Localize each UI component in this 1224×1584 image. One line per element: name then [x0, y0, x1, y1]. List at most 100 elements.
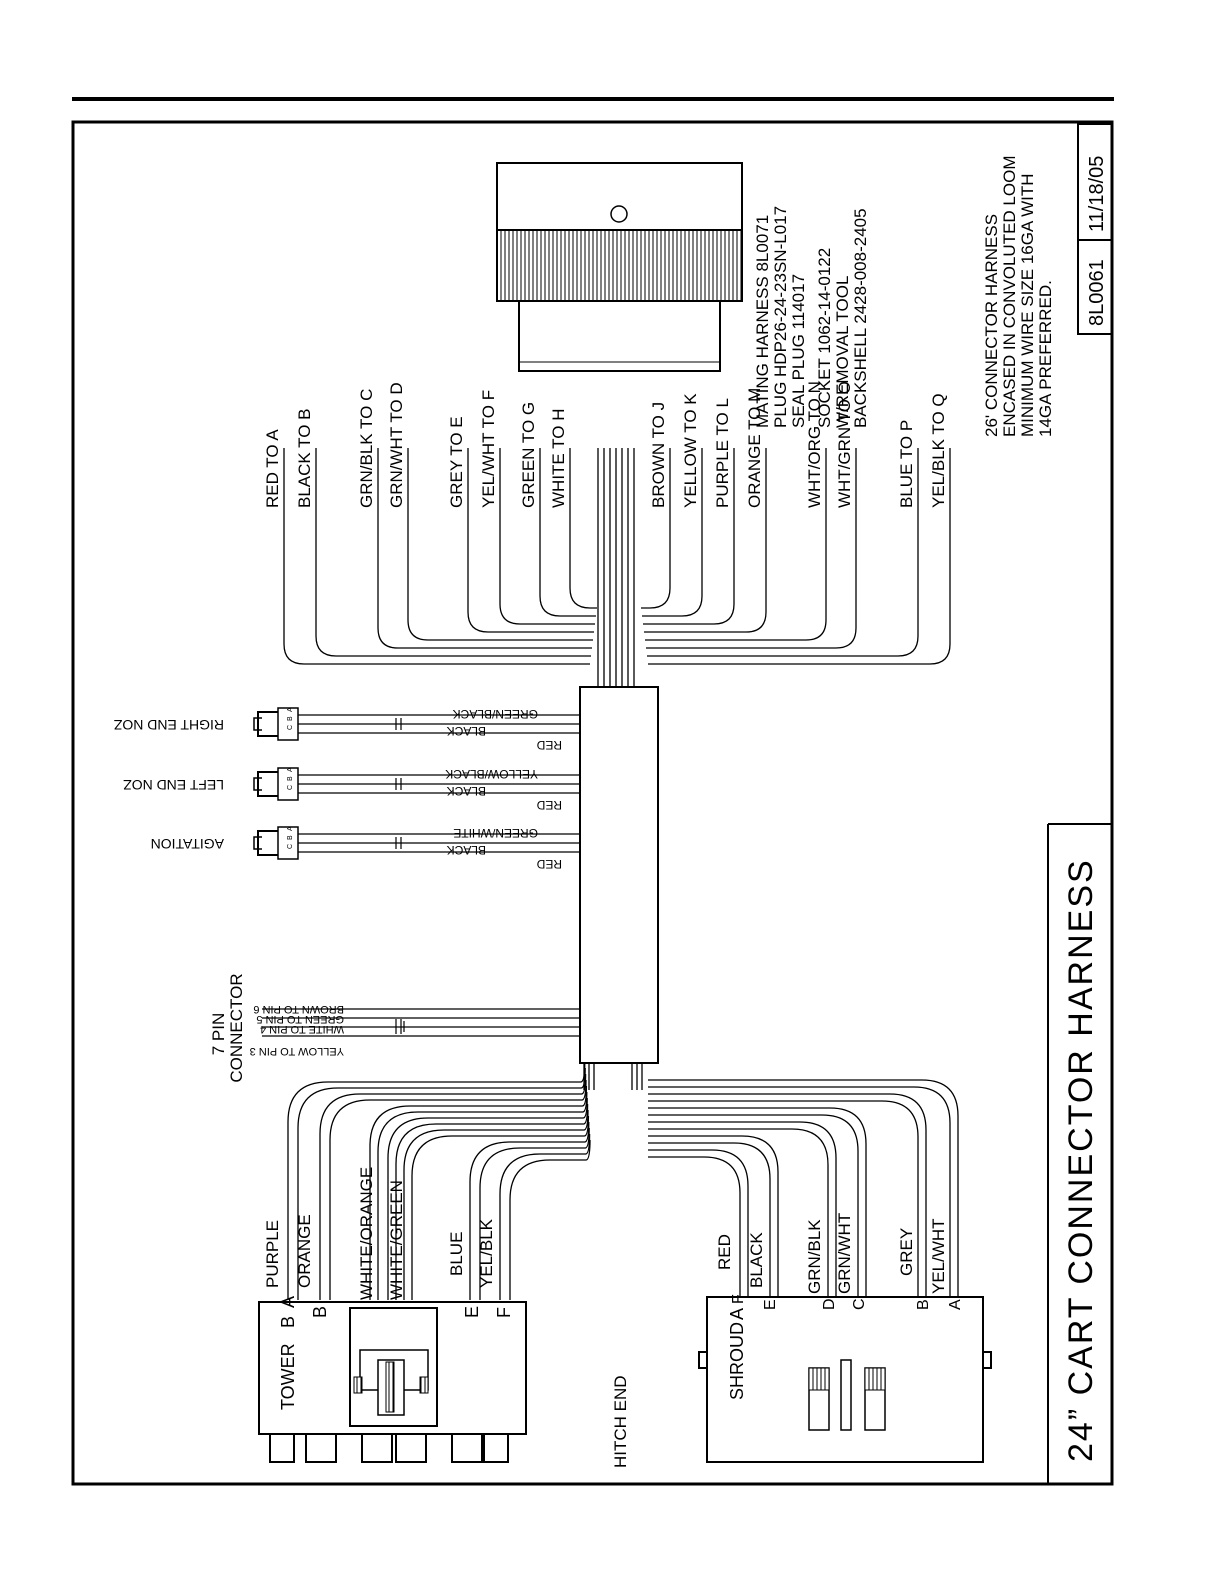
pin-map-label: WHT/ORG TO N	[805, 381, 824, 508]
fanout-wire	[283, 448, 590, 665]
pin-map-label: GREEN TO G	[519, 402, 538, 508]
tower-wire	[403, 1109, 589, 1300]
fanout-wire	[644, 448, 767, 633]
shroud-pin-letter: B	[915, 1299, 932, 1310]
seven-pin-wire: YELLOW TO PIN 3	[250, 1045, 344, 1057]
fanout-wire	[569, 448, 597, 609]
tower-pin-letter: B	[278, 1316, 298, 1328]
seven-pin-wire: WHITE TO PIN 4	[260, 1023, 344, 1035]
tower-wire	[411, 1115, 590, 1300]
tower-wires	[287, 1061, 591, 1300]
part-number: 8L0061	[1086, 259, 1108, 326]
tower-pin-letter: B	[310, 1306, 330, 1318]
shroud-wire	[648, 1135, 779, 1297]
shroud-wire-labels: RED BLACK GRN/BLK GRN/WHT GREY YEL/WHT	[715, 1213, 948, 1294]
pin-map-label: WHITE TO H	[549, 409, 568, 509]
pin-map-label: ORANGE TO M	[745, 388, 764, 508]
tower-pin-letter: A	[278, 1296, 298, 1308]
shroud-pin-letter: C	[851, 1298, 868, 1310]
nozzle-wire-label: RED	[536, 738, 562, 752]
shroud-wire	[648, 1079, 959, 1297]
mating-note: PLUG HDP26-24-23SN-L017	[771, 206, 790, 428]
shroud-wire	[648, 1100, 919, 1297]
fanout-wire	[315, 448, 591, 657]
tower-label: TOWER	[278, 1343, 298, 1410]
shroud-wires	[648, 1079, 959, 1297]
nozzle-plug-shell	[257, 830, 278, 856]
shroud-wire-label: GRN/WHT	[835, 1213, 854, 1294]
tower-wire	[297, 1067, 586, 1300]
pin-map-label: BLUE TO P	[897, 420, 916, 508]
tower-connector: TOWER B A B E F	[258, 1296, 527, 1463]
fanout-wire	[647, 448, 919, 657]
fanout-wire	[377, 448, 592, 649]
pin-map-label: GRN/BLK TO C	[357, 389, 376, 508]
seven-pin-title: 7 PIN	[209, 1013, 228, 1056]
hitch-end-label: HITCH END	[611, 1375, 630, 1468]
pin-map-label: RED TO A	[263, 429, 282, 508]
fanout-wire	[407, 448, 593, 641]
tower-wire	[395, 1103, 589, 1300]
shroud-pin-letter: F	[730, 1294, 747, 1304]
shroud-wire	[648, 1107, 867, 1297]
mating-note: W/REMOVAL TOOL	[833, 276, 852, 428]
pin-map-label: YEL/BLK TO Q	[929, 393, 948, 508]
shroud-wire-label: RED	[715, 1234, 734, 1270]
nozzle-name: AGITATION	[151, 836, 224, 852]
nozzle-wire-label: BLACK	[447, 724, 486, 738]
pin-map-label: YELLOW TO K	[681, 393, 700, 508]
tower-wire	[469, 1121, 590, 1300]
fanout-wire	[641, 448, 671, 609]
pin-map-label: PURPLE TO L	[713, 398, 732, 508]
title-block: 24” CART CONNECTOR HARNESS 8L0061 11/18/…	[1047, 123, 1113, 1483]
mating-note: SOCKET 1062-14-0122	[815, 248, 834, 428]
tower-wire-label: WHITE/ORANGE	[357, 1167, 376, 1300]
pin-map-label: BROWN TO J	[649, 402, 668, 508]
shroud-wire	[648, 1128, 829, 1297]
tower-wire	[479, 1127, 590, 1300]
nozzle-pin-letter: C	[287, 844, 294, 849]
tower-wire	[369, 1085, 588, 1300]
nozzle-pin-letter: B	[287, 835, 294, 840]
mating-note: MATING HARNESS 8L0071	[753, 215, 772, 428]
seven-pin-wire: GREEN TO PIN 5	[256, 1013, 344, 1025]
loom-body	[579, 686, 659, 1064]
shroud-connector: SHROUD A F E D C B A	[698, 1294, 992, 1463]
shroud-wire-label: YEL/WHT	[929, 1218, 948, 1294]
fanout-wire	[646, 448, 857, 649]
nozzle-pin-letter: A	[287, 826, 294, 831]
tower-wire-labels: PURPLE ORANGE WHITE/ORANGE WHITE/GREEN B…	[263, 1167, 496, 1300]
shroud-label: SHROUD	[727, 1322, 747, 1400]
pin-map-label: WHT/GRN TO O	[835, 381, 854, 508]
shroud-wire-label: BLACK	[747, 1232, 766, 1288]
trunk-wires	[583, 448, 643, 1090]
shroud-wire	[648, 1086, 951, 1297]
shroud-wire	[648, 1093, 927, 1297]
fanout-wire	[499, 448, 595, 625]
drawing-border	[71, 120, 1114, 1486]
nozzle-wire-label: BLACK	[447, 784, 486, 798]
tower-wire-label: YEL/BLK	[477, 1218, 496, 1288]
nozzle-pin-letter: C	[287, 725, 294, 730]
shroud-pin-letter: A	[727, 1308, 747, 1320]
tower-wire-label: PURPLE	[263, 1220, 282, 1288]
shroud-wire	[648, 1149, 749, 1297]
fanout-wire	[645, 448, 827, 641]
pin-map-label: YEL/WHT TO F	[479, 390, 498, 508]
tower-wire-label: ORANGE	[295, 1214, 314, 1288]
revision-date: 11/18/05	[1086, 156, 1108, 232]
seven-pin-connector: 7 PIN CONNECTOR BROWN TO PIN 6 GREEN TO …	[209, 973, 580, 1083]
note-line: ENCASED IN CONVOLUTED LOOM	[1000, 156, 1019, 438]
note-line: MINIMUM WIRE SIZE 16GA WITH	[1018, 173, 1037, 437]
nozzle-wire-label: RED	[536, 798, 562, 812]
shroud-pin-letter: A	[947, 1299, 964, 1310]
nozzle-plug-latch	[253, 717, 262, 731]
fanout-wire	[539, 448, 596, 617]
shroud-wire	[648, 1156, 741, 1297]
tower-wire	[377, 1091, 588, 1300]
nozzle-pin-letter: C	[287, 785, 294, 790]
